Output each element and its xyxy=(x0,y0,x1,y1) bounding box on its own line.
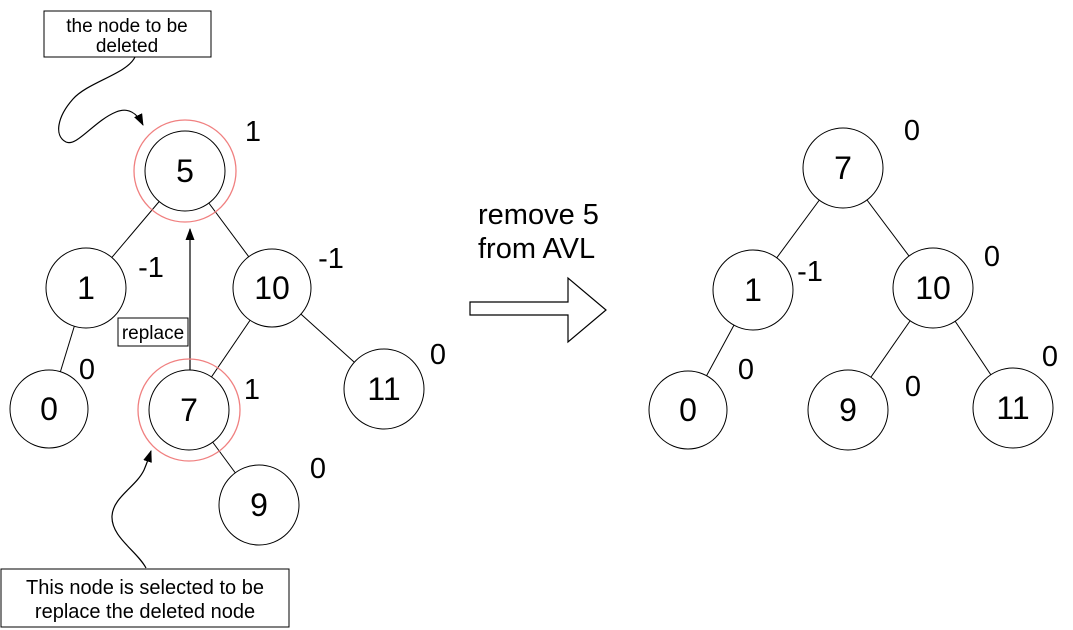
balance-label: 0 xyxy=(738,354,754,386)
bottom-annotation-line2: replace the deleted node xyxy=(35,601,255,623)
left-tree-edges xyxy=(48,170,385,506)
balance-label: -1 xyxy=(318,243,344,275)
node-value: 0 xyxy=(679,392,697,428)
balance-label: 0 xyxy=(310,453,326,485)
node-circle xyxy=(144,130,226,212)
highlight-ring-node-5 xyxy=(133,119,237,223)
right-node-11: 11 0 xyxy=(972,341,1058,449)
balance-label: 0 xyxy=(904,115,920,147)
right-node-1: 1 -1 xyxy=(712,249,823,331)
left-node-7: 7 1 xyxy=(148,369,260,451)
top-annotation: the node to be deleted xyxy=(43,10,212,144)
node-circle xyxy=(892,247,974,329)
node-circle xyxy=(148,369,230,451)
node-value: 9 xyxy=(250,487,268,523)
node-circle xyxy=(972,367,1054,449)
top-annotation-arrow xyxy=(58,56,144,144)
left-node-10: 10 -1 xyxy=(232,243,344,328)
left-node-1: 1 -1 xyxy=(45,247,164,329)
node-value: 11 xyxy=(996,390,1029,426)
highlight-ring-node-7 xyxy=(137,358,241,462)
right-node-0: 0 0 xyxy=(648,354,754,450)
node-circle xyxy=(712,249,794,331)
node-circle xyxy=(802,127,884,209)
top-annotation-line1: the node to be xyxy=(66,16,188,37)
right-node-10: 10 0 xyxy=(892,241,1000,329)
replace-box-border xyxy=(117,317,189,347)
node-value: 1 xyxy=(744,272,762,308)
node-circle xyxy=(218,464,300,546)
left-node-5: 5 1 xyxy=(144,116,261,212)
balance-label: -1 xyxy=(797,256,823,288)
balance-label: 0 xyxy=(430,339,446,371)
transition: remove 5 from AVL xyxy=(469,199,607,344)
replace-label-box: replace xyxy=(117,317,189,347)
balance-label: 0 xyxy=(79,354,95,386)
balance-label: 0 xyxy=(1042,341,1058,373)
bottom-annotation-border xyxy=(0,568,290,628)
node-circle xyxy=(45,247,127,329)
node-circle xyxy=(343,348,425,430)
right-node-7: 7 0 xyxy=(802,115,920,209)
bottom-annotation-arrow xyxy=(111,450,152,569)
balance-label: 0 xyxy=(984,241,1000,273)
left-node-9: 9 0 xyxy=(218,453,326,546)
balance-label: -1 xyxy=(138,252,164,284)
top-annotation-border xyxy=(43,10,212,58)
node-value: 7 xyxy=(180,392,198,428)
transition-line2: from AVL xyxy=(478,233,595,265)
node-value: 0 xyxy=(40,391,58,427)
node-circle xyxy=(807,369,889,451)
balance-label: 1 xyxy=(245,116,261,148)
node-value: 7 xyxy=(834,150,852,186)
top-annotation-line2: deleted xyxy=(96,36,158,57)
bottom-annotation-line1: This node is selected to be xyxy=(26,577,264,599)
left-tree: 5 1 1 -1 10 -1 0 0 7 1 11 0 xyxy=(0,10,446,628)
left-node-11: 11 0 xyxy=(343,339,446,430)
node-value: 5 xyxy=(176,153,194,189)
balance-label: 1 xyxy=(244,374,260,406)
transition-line1: remove 5 xyxy=(478,199,599,231)
right-block-arrow-icon xyxy=(469,276,607,344)
node-circle xyxy=(648,370,728,450)
node-value: 10 xyxy=(254,270,290,306)
replace-label: replace xyxy=(122,323,184,344)
balance-label: 0 xyxy=(905,371,921,403)
right-tree: 7 0 1 -1 10 0 0 0 9 0 11 0 xyxy=(648,115,1058,451)
node-value: 11 xyxy=(367,371,400,407)
bottom-annotation: This node is selected to be replace the … xyxy=(0,450,290,628)
node-circle xyxy=(9,369,89,449)
node-value: 10 xyxy=(915,270,951,306)
right-node-9: 9 0 xyxy=(807,369,921,451)
left-node-0: 0 0 xyxy=(9,354,95,449)
node-value: 9 xyxy=(839,392,857,428)
node-circle xyxy=(232,248,312,328)
node-value: 1 xyxy=(77,270,95,306)
